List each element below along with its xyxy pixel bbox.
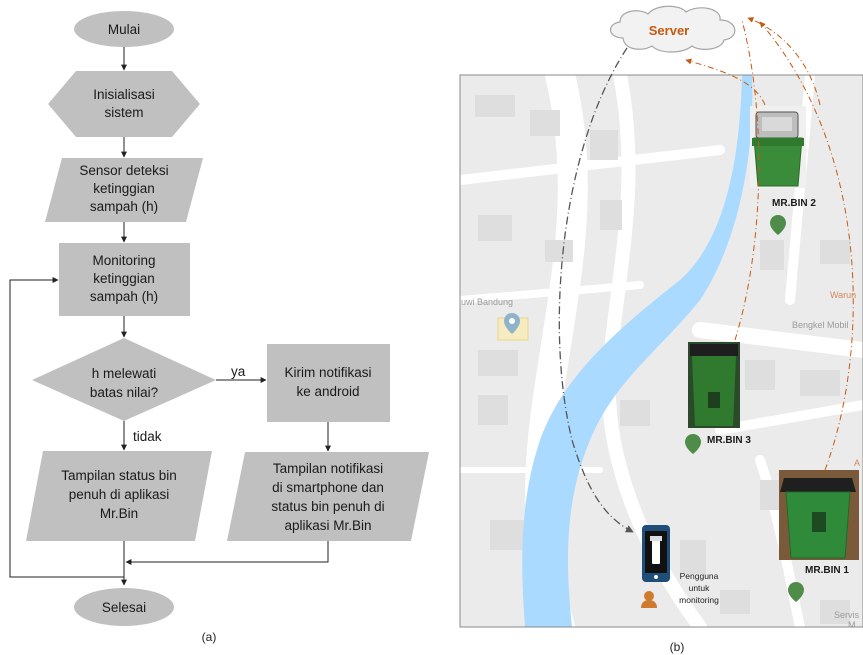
end-label: Selesai	[102, 600, 146, 615]
status-line-1: Tampilan status bin	[61, 468, 177, 483]
notify-line-1: Kirim notifikasi	[284, 365, 371, 380]
map-label-servis: Servis	[834, 610, 860, 620]
bin-2-pin-icon	[770, 215, 786, 235]
sensor-line-1: Sensor deteksi	[79, 163, 168, 178]
monitor-line-1: Monitoring	[92, 253, 155, 268]
yes-label: ya	[231, 364, 246, 379]
notify-display-line-1: Tampilan notifikasi	[273, 461, 383, 476]
notify-process: Kirim notifikasi ke android	[267, 344, 390, 422]
init-process: Inisialisasi sistem	[48, 71, 200, 137]
notify-display-line-2: di smartphone dan	[272, 480, 384, 495]
architecture: euwi Bandung Warun Bengkel Mobil A Servi…	[456, 5, 863, 654]
location-pin-icon	[504, 313, 520, 334]
start-terminal: Mulai	[74, 11, 174, 47]
no-label: tidak	[133, 429, 162, 444]
init-line-2: sistem	[104, 105, 143, 120]
bin-1-label: MR.BIN 1	[805, 565, 849, 576]
decision-line-1: h melewati	[92, 366, 157, 381]
map-label-bengkel: Bengkel Mobil	[792, 320, 849, 330]
user-icon	[641, 591, 657, 608]
bin-3-pin-icon	[685, 434, 701, 454]
caption-a: (a)	[202, 630, 217, 644]
bin-1: MR.BIN 1	[779, 470, 859, 602]
flowchart: Mulai Inisialisasi sistem Sensor deteksi…	[9, 11, 429, 644]
status-display: Tampilan status bin penuh di aplikasi Mr…	[26, 451, 212, 541]
bin-3: MR.BIN 3	[685, 342, 751, 454]
monitor-line-2: ketinggian	[93, 271, 155, 286]
user-line-2: untuk	[689, 583, 711, 593]
map-label-bandung: euwi Bandung	[456, 297, 513, 307]
map-label-a: A	[854, 458, 860, 468]
server-label: Server	[649, 23, 689, 38]
notify-display-line-4: aplikasi Mr.Bin	[284, 518, 371, 533]
server-cloud: Server	[610, 5, 736, 53]
sensor-input: Sensor deteksi ketinggian sampah (h)	[45, 158, 203, 222]
status-line-2: penuh di aplikasi	[69, 487, 170, 502]
status-line-3: Mr.Bin	[100, 506, 138, 521]
user-line-3: monitoring	[679, 595, 719, 605]
decision: h melewati batas nilai?	[32, 338, 216, 421]
bin-3-label: MR.BIN 3	[707, 435, 751, 446]
bin-2: MR.BIN 2	[750, 106, 816, 235]
monitor-process: Monitoring ketinggian sampah (h)	[59, 243, 190, 316]
map-label-m: M	[848, 620, 856, 630]
river	[522, 75, 753, 627]
sensor-line-2: ketinggian	[93, 181, 155, 196]
user-line-1: Pengguna	[680, 571, 719, 581]
map-label-warung: Warun	[830, 290, 856, 300]
sensor-line-3: sampah (h)	[90, 199, 158, 214]
init-line-1: Inisialisasi	[93, 87, 155, 102]
user-phone	[642, 525, 670, 582]
end-terminal: Selesai	[74, 588, 174, 626]
decision-line-2: batas nilai?	[90, 385, 158, 400]
notify-display-line-3: status bin penuh di	[271, 499, 384, 514]
notify-display: Tampilan notifikasi di smartphone dan st…	[227, 452, 429, 541]
caption-b: (b)	[670, 640, 685, 654]
start-label: Mulai	[108, 22, 140, 37]
bin-1-pin-icon	[788, 582, 804, 602]
bin-2-label: MR.BIN 2	[772, 198, 816, 209]
notify-line-2: ke android	[296, 384, 359, 399]
monitor-line-3: sampah (h)	[90, 289, 158, 304]
